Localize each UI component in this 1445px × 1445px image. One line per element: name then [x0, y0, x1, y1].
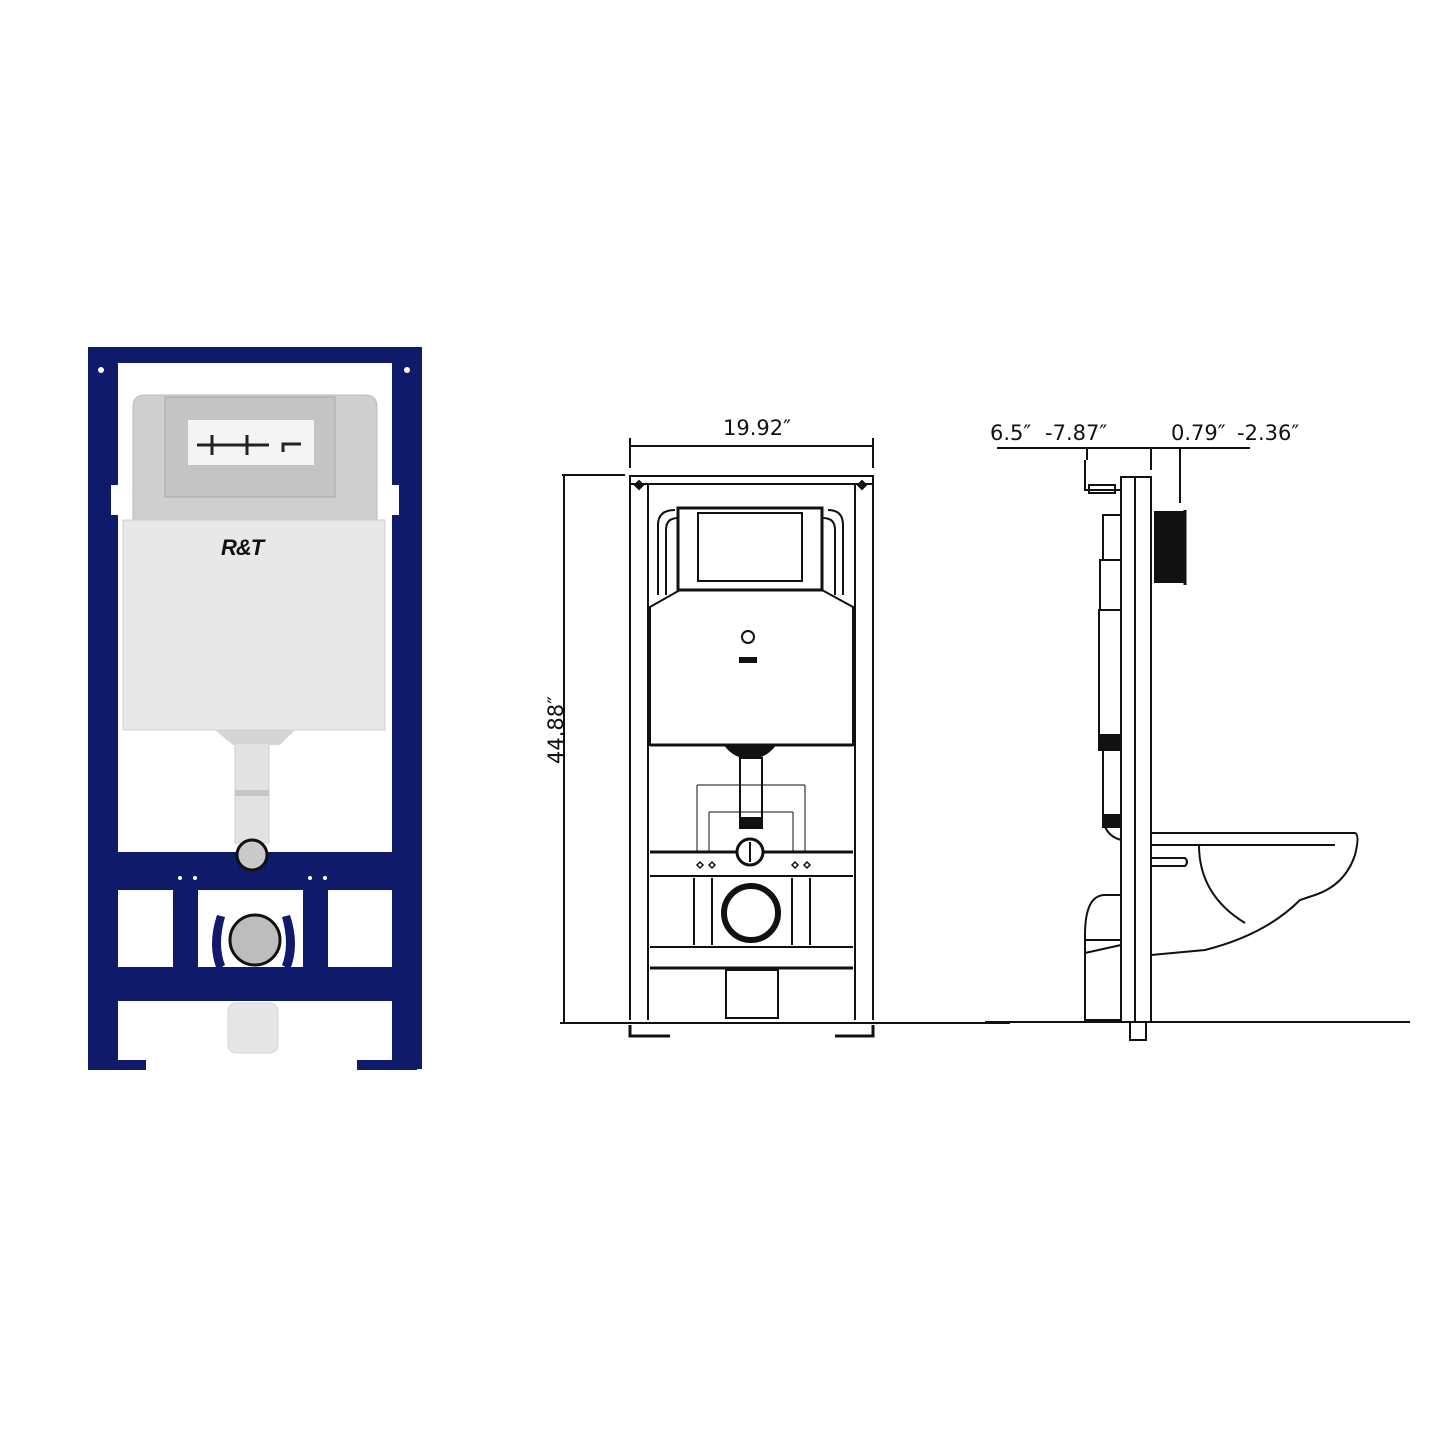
side-elevation-drawing: 6.5″ -7.87″ 0.79″ -2.36″: [985, 415, 1415, 1055]
in-wall-carrier-frame-illustration: [88, 347, 422, 1070]
width-dimension-label: 19.92″: [723, 416, 791, 440]
plate-depth-max-label: -2.36″: [1237, 421, 1300, 445]
front-elevation-drawing: 19.92″ 44.88″: [540, 400, 1010, 1060]
front-view-line-drawing: [560, 438, 1010, 1038]
height-dimension-label: 44.88″: [543, 696, 568, 764]
wall-depth-max-label: -7.87″: [1045, 421, 1108, 445]
brand-logo: R&T: [221, 535, 264, 560]
wall-depth-min-label: 6.5″: [990, 421, 1032, 445]
plate-depth-min-label: 0.79″: [1171, 421, 1226, 445]
product-photo: R&T: [85, 345, 430, 1080]
side-view-line-drawing: [985, 447, 1410, 1041]
